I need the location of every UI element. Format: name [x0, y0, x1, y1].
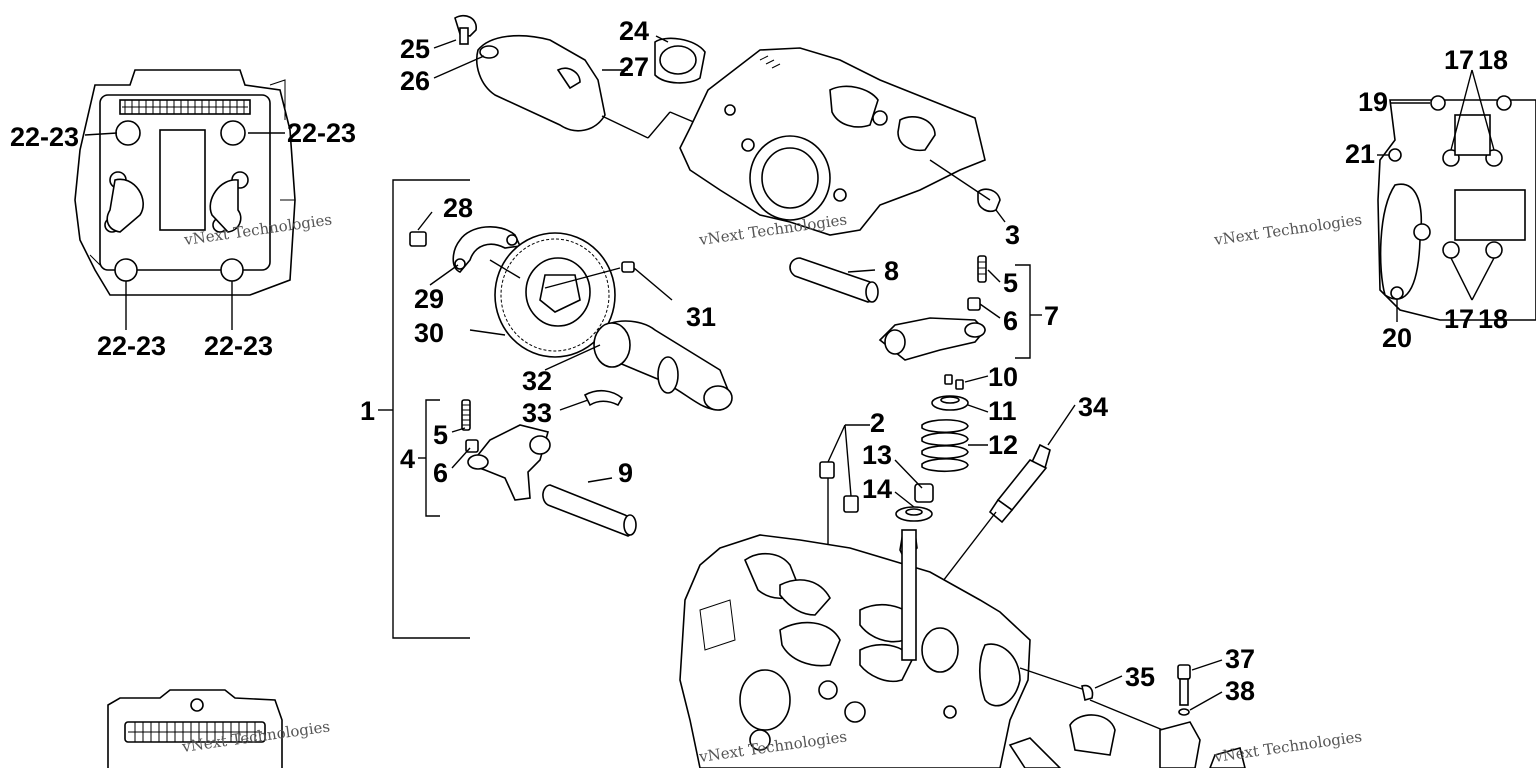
- camshaft-cover-assembly: [454, 14, 706, 132]
- label-38: 38: [1225, 676, 1255, 706]
- label-22-23-right-bottom: 22-23: [204, 331, 273, 361]
- label-34: 34: [1078, 392, 1108, 422]
- cylinder-head-main: [679, 529, 1031, 768]
- cylinder-head-top-view-inset: [74, 69, 296, 296]
- rocker-arm-right: [789, 255, 987, 361]
- label-2: 2: [870, 408, 885, 438]
- label-13: 13: [862, 440, 892, 470]
- label-8: 8: [884, 256, 899, 286]
- label-17-top: 17: [1444, 45, 1474, 75]
- label-5-left: 5: [433, 420, 448, 450]
- label-22-23-left-top: 22-23: [10, 122, 79, 152]
- bracket-7: [1015, 264, 1031, 359]
- label-7: 7: [1044, 301, 1059, 331]
- label-35: 35: [1125, 662, 1155, 692]
- label-19: 19: [1358, 87, 1388, 117]
- label-33: 33: [522, 398, 552, 428]
- label-22-23-left-bottom: 22-23: [97, 331, 166, 361]
- bracket-1: [392, 179, 470, 639]
- label-12: 12: [988, 430, 1018, 460]
- callout-lines-lower-fittings: [1094, 659, 1223, 711]
- label-37: 37: [1225, 644, 1255, 674]
- lower-fittings: [1008, 664, 1246, 768]
- label-21: 21: [1345, 139, 1375, 169]
- label-26: 26: [400, 66, 430, 96]
- cylinder-head-bottom-inset: [107, 689, 283, 768]
- callout-lines-rocker-left: [451, 427, 613, 483]
- callout-lines-left-inset: [84, 132, 285, 330]
- callout-line-34: [1047, 404, 1076, 446]
- callout-line-3: [929, 159, 991, 201]
- label-4: 4: [400, 444, 415, 474]
- label-17-bottom: 17: [1444, 304, 1474, 334]
- watermark-3: vNext Technologies: [1212, 210, 1363, 249]
- label-20: 20: [1382, 323, 1412, 353]
- label-3: 3: [1005, 220, 1020, 250]
- valve-train-group: [819, 374, 969, 562]
- label-1: 1: [360, 396, 375, 426]
- label-5-right: 5: [1003, 268, 1018, 298]
- label-28: 28: [443, 193, 473, 223]
- watermark-6: vNext Technologies: [1212, 727, 1363, 766]
- callout-line-3b: [995, 209, 1006, 223]
- label-31: 31: [686, 302, 716, 332]
- label-22-23-right-top: 22-23: [287, 118, 356, 148]
- callout-lines-gear-group: [417, 211, 673, 411]
- label-25: 25: [400, 34, 430, 64]
- watermarks: vNext Technologies vNext Technologies vN…: [180, 210, 1363, 766]
- label-24: 24: [619, 16, 649, 46]
- label-18-bottom: 18: [1478, 304, 1508, 334]
- cam-gear-group: [409, 225, 733, 411]
- cam-carrier-housing: [679, 47, 1001, 236]
- label-29: 29: [414, 284, 444, 314]
- label-18-top: 18: [1478, 45, 1508, 75]
- label-11: 11: [988, 396, 1017, 426]
- label-6-right: 6: [1003, 306, 1018, 336]
- label-14: 14: [862, 474, 892, 504]
- cylinder-head-side-view-inset: [1377, 95, 1536, 321]
- label-6-left: 6: [433, 458, 448, 488]
- label-9: 9: [618, 458, 633, 488]
- label-30: 30: [414, 318, 444, 348]
- callout-lines-right-inset: [1377, 69, 1495, 322]
- label-10: 10: [988, 362, 1018, 392]
- label-27: 27: [619, 52, 649, 82]
- label-32: 32: [522, 366, 552, 396]
- callout-lines-rocker-right: [847, 269, 1001, 319]
